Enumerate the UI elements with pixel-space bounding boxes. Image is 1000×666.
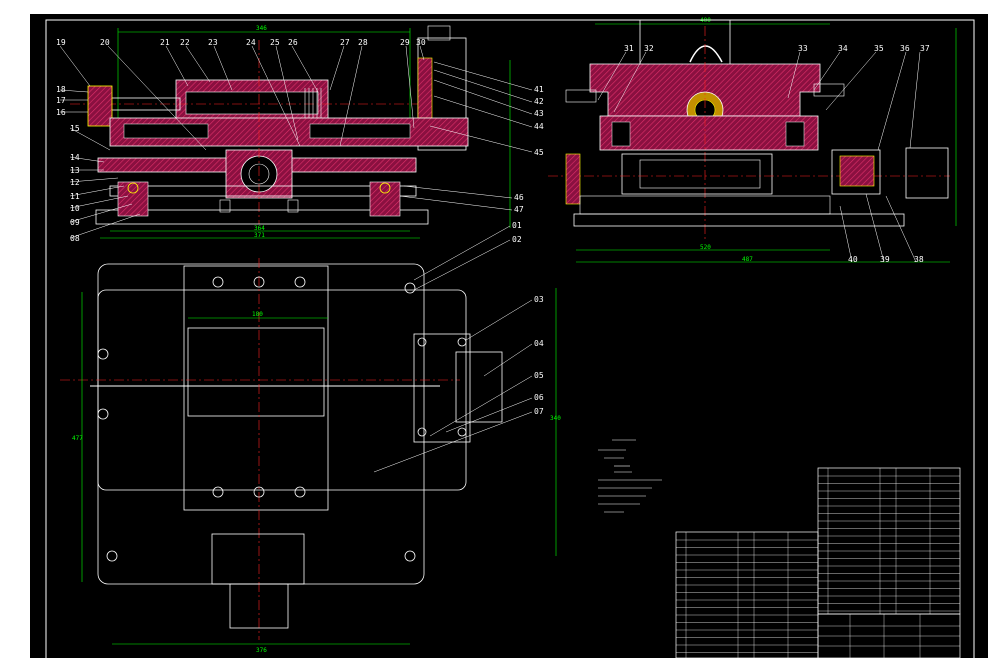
- technical-notes: [598, 439, 662, 513]
- plan-bottom-motor: [229, 583, 289, 629]
- label-43: 43: [534, 109, 544, 118]
- side-lower-table: [599, 115, 819, 151]
- label-06: 06: [534, 393, 544, 402]
- plan-bolt-holes: [97, 276, 467, 562]
- part-labels-side: 31 32 33 34 35 36 37 40 39 38: [624, 44, 930, 264]
- lifting-eye: [689, 45, 723, 63]
- part-labels-plan: 01 02 03 04 05 06 07: [512, 221, 544, 416]
- label-17: 17: [56, 96, 66, 105]
- plan-motor: [455, 351, 503, 423]
- plan-table: [183, 265, 329, 511]
- dim-front-bottom-2: 371: [254, 232, 265, 239]
- right-bearing: [417, 57, 433, 119]
- label-05: 05: [534, 371, 544, 380]
- part-labels-front-right: 41 42 43 44 45 46 47: [514, 85, 544, 214]
- dim-plan-left: 477: [72, 435, 83, 442]
- label-32: 32: [644, 44, 654, 53]
- spring: [304, 88, 322, 120]
- label-01: 01: [512, 221, 522, 230]
- label-34: 34: [838, 44, 848, 53]
- label-23: 23: [208, 38, 218, 47]
- label-40: 40: [848, 255, 858, 264]
- front-base: [95, 209, 429, 225]
- plan-cylinder: [187, 327, 325, 417]
- label-38: 38: [914, 255, 924, 264]
- label-25: 25: [270, 38, 280, 47]
- drawing-sheet: [30, 14, 988, 658]
- part-labels-front-left: 19 18 17 16 15 14 13 12 11 10 09 08: [56, 38, 80, 243]
- label-41: 41: [534, 85, 544, 94]
- label-29: 29: [400, 38, 410, 47]
- label-33: 33: [798, 44, 808, 53]
- dim-front-bottom-1: 364: [254, 225, 265, 232]
- side-cylinder: [621, 153, 773, 195]
- label-09: 09: [70, 218, 80, 227]
- dim-side-bottom-2: 487: [742, 256, 753, 263]
- part-labels-front-top: 20 21 22 23 24 25 26 27 28 29 30: [100, 38, 426, 47]
- dim-side-bottom-1: 520: [700, 244, 711, 251]
- label-42: 42: [534, 97, 544, 106]
- label-04: 04: [534, 339, 544, 348]
- label-03: 03: [534, 295, 544, 304]
- label-39: 39: [880, 255, 890, 264]
- left-bearing-block: [87, 85, 113, 127]
- side-view: 400 520 487: [548, 17, 957, 264]
- label-44: 44: [534, 122, 544, 131]
- label-30: 30: [416, 38, 426, 47]
- label-11: 11: [70, 192, 80, 201]
- label-22: 22: [180, 38, 190, 47]
- label-37: 37: [920, 44, 930, 53]
- label-45: 45: [534, 148, 544, 157]
- label-35: 35: [874, 44, 884, 53]
- label-12: 12: [70, 178, 80, 187]
- label-21: 21: [160, 38, 170, 47]
- plan-view: 180 477 376 340 01 02 03 04 05 06 07: [60, 221, 561, 654]
- label-13: 13: [70, 166, 80, 175]
- dim-front-top: 346: [256, 25, 267, 32]
- label-15: 15: [70, 124, 80, 133]
- label-26: 26: [288, 38, 298, 47]
- label-47: 47: [514, 205, 524, 214]
- label-36: 36: [900, 44, 910, 53]
- label-07: 07: [534, 407, 544, 416]
- dim-plan-right: 340: [550, 415, 561, 422]
- dim-plan-top: 180: [252, 311, 263, 318]
- front-view: 346: [56, 25, 544, 243]
- drawing-frame: [45, 19, 975, 661]
- label-24: 24: [246, 38, 256, 47]
- dim-plan-bottom: 376: [256, 647, 267, 654]
- label-20: 20: [100, 38, 110, 47]
- cylinder-bore: [185, 91, 319, 115]
- label-10: 10: [70, 204, 80, 213]
- motor: [905, 147, 949, 199]
- label-18: 18: [56, 85, 66, 94]
- label-02: 02: [512, 235, 522, 244]
- label-28: 28: [358, 38, 368, 47]
- label-14: 14: [70, 153, 80, 162]
- parts-list: [675, 467, 961, 659]
- label-31: 31: [624, 44, 634, 53]
- label-08: 08: [70, 234, 80, 243]
- label-46: 46: [514, 193, 524, 202]
- label-16: 16: [56, 108, 66, 117]
- label-19: 19: [56, 38, 66, 47]
- dim-side-top: 400: [700, 17, 711, 24]
- label-27: 27: [340, 38, 350, 47]
